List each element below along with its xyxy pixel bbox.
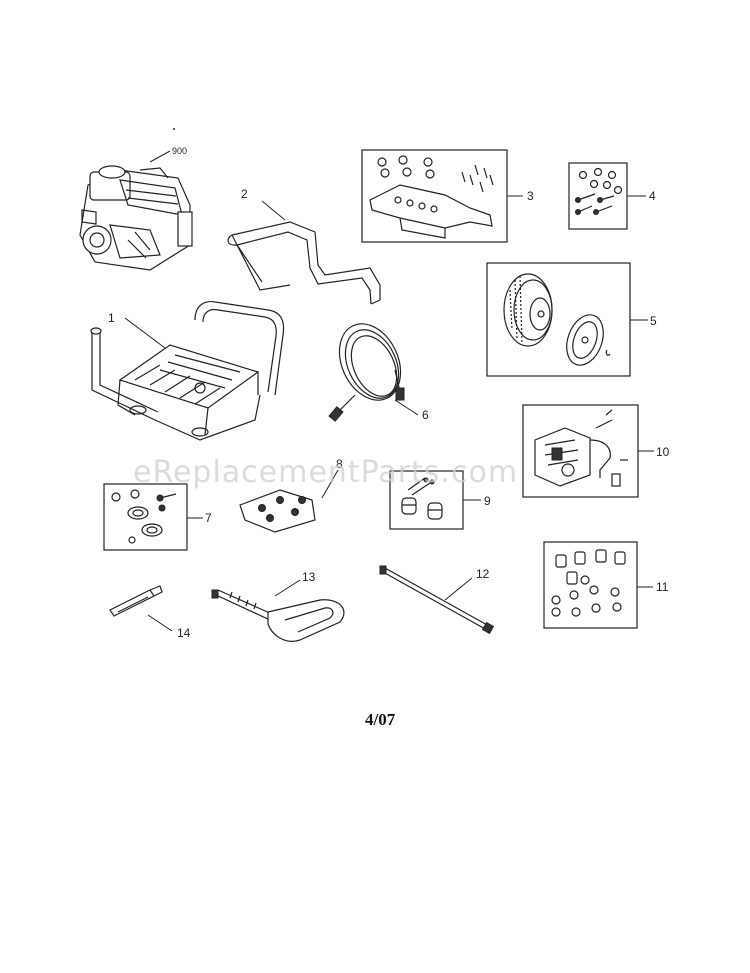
callout-14: 14 (177, 626, 191, 640)
spray-gun-part-13 (211, 589, 345, 642)
frame-part-1 (90, 300, 285, 441)
kit-box-7 (103, 483, 188, 551)
callout-1: 1 (108, 311, 115, 325)
mounts-part-11 (551, 549, 626, 617)
callout-10: 10 (656, 445, 670, 459)
callout-13: 13 (302, 570, 316, 584)
callout-11: 11 (656, 580, 669, 594)
callout-4: 4 (649, 189, 656, 203)
bracket-part-3 (369, 155, 494, 239)
pump-part-10 (534, 409, 628, 487)
handle-part-2 (227, 221, 381, 305)
watermark: eReplacementParts.com (133, 455, 518, 490)
callout-8: 8 (336, 457, 343, 471)
kit-box-11 (543, 541, 638, 629)
hose-part-6 (328, 323, 405, 422)
engine-part-900 (79, 165, 193, 271)
callout-7: 7 (205, 511, 212, 525)
hardware-part-4 (575, 167, 623, 215)
wheel-part-5 (503, 273, 611, 366)
callout-12: 12 (476, 567, 490, 581)
nozzles-part-8 (239, 489, 316, 533)
callout-6: 6 (422, 408, 429, 422)
callout-9: 9 (484, 494, 491, 508)
nozzle-extension-part-14 (109, 585, 163, 617)
wand-part-12 (379, 565, 495, 635)
stray-mark (173, 128, 175, 130)
callout-2: 2 (241, 187, 248, 201)
bearings-part-7 (111, 489, 177, 544)
callout-900: 900 (172, 146, 187, 156)
callout-5: 5 (650, 314, 657, 328)
revision-date: 4/07 (365, 710, 396, 729)
callout-3: 3 (527, 189, 534, 203)
knob-part-9 (401, 477, 443, 520)
